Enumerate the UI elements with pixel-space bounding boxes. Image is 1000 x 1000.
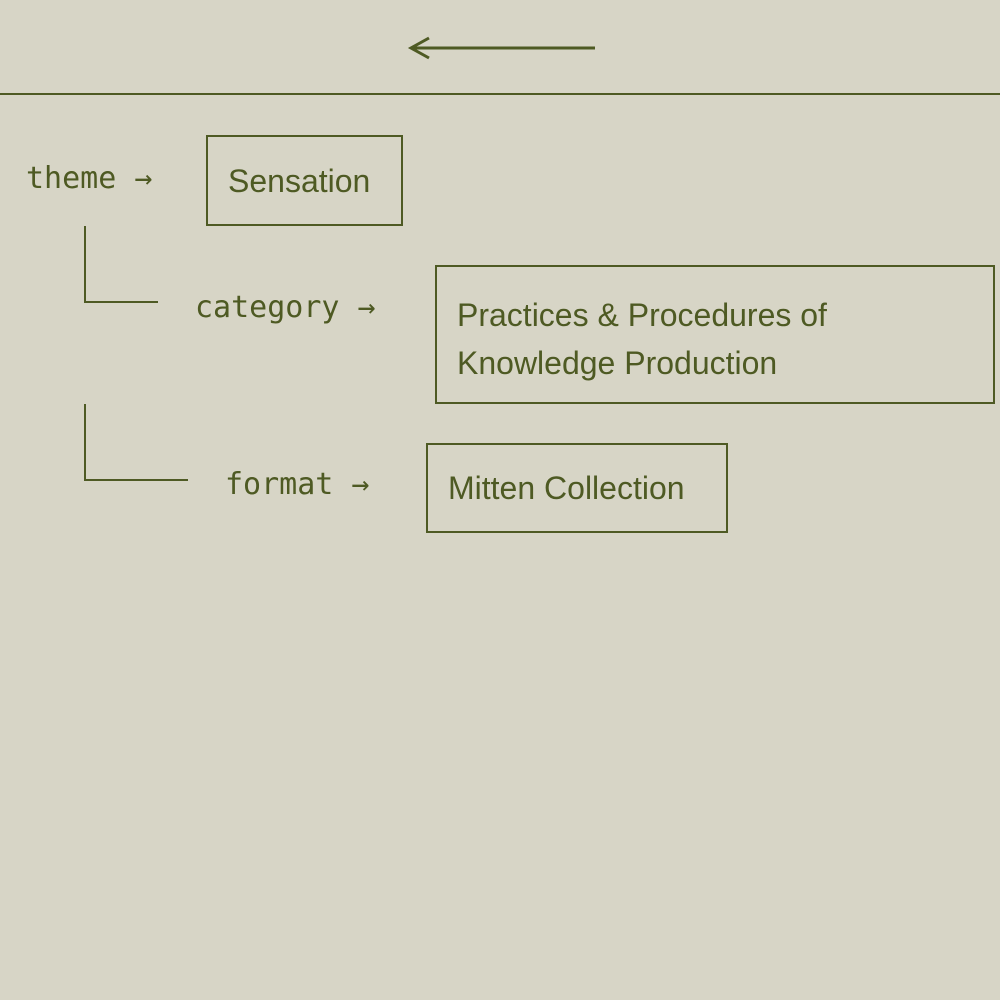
- category-value-box[interactable]: Practices & Procedures of Knowledge Prod…: [435, 265, 995, 404]
- category-value-line-2: Knowledge Production: [457, 345, 778, 381]
- theme-key: theme →: [26, 161, 153, 196]
- category-key: category →: [195, 290, 376, 325]
- format-key: format →: [225, 467, 370, 502]
- category-value-line-1: Practices & Procedures of: [457, 297, 827, 333]
- theme-value: Sensation: [228, 162, 371, 199]
- back-button[interactable]: [405, 34, 597, 64]
- format-value: Mitten Collection: [448, 470, 685, 506]
- tree-connector-format: [84, 404, 188, 481]
- theme-value-box[interactable]: Sensation: [206, 135, 403, 226]
- tree-connector-category: [84, 226, 158, 303]
- header-bar: [0, 0, 1000, 95]
- left-arrow-icon: [407, 36, 595, 60]
- format-value-box[interactable]: Mitten Collection: [426, 443, 728, 533]
